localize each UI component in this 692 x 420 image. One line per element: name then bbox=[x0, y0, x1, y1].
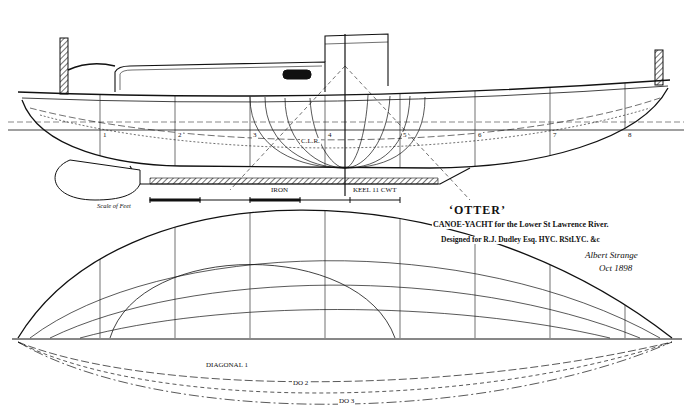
keel bbox=[130, 166, 470, 184]
keel-label: KEEL 11 CWT bbox=[352, 187, 397, 194]
station-line bbox=[175, 70, 176, 180]
half-breadth-plan bbox=[12, 200, 682, 404]
scale-bar bbox=[400, 197, 401, 203]
station-line bbox=[325, 200, 326, 339]
waterline bbox=[80, 310, 610, 339]
station-number: 8 bbox=[627, 132, 633, 139]
date: Oct 1898 bbox=[598, 264, 633, 273]
station-line bbox=[175, 200, 176, 339]
diagonal-line bbox=[230, 66, 345, 190]
station-line bbox=[400, 200, 401, 339]
waterline bbox=[50, 285, 640, 338]
station-number: 5 bbox=[402, 132, 408, 139]
signature: Albert Strange bbox=[584, 251, 639, 260]
waterline bbox=[30, 261, 660, 338]
mast-stump bbox=[655, 50, 663, 85]
station-number: 1 bbox=[102, 132, 108, 139]
subtitle: CANOE-YACHT for the Lower St Lawrence Ri… bbox=[432, 221, 609, 229]
diagonal-line bbox=[345, 66, 470, 200]
clr-label: C.L.R. bbox=[300, 138, 321, 145]
station-line bbox=[250, 200, 251, 339]
scale-bar bbox=[350, 197, 351, 203]
keel-label: IRON bbox=[270, 187, 289, 194]
body-plan-section bbox=[265, 97, 345, 168]
port-light bbox=[283, 70, 311, 79]
station-line bbox=[100, 70, 625, 180]
tiller bbox=[68, 64, 115, 70]
body-plan-section bbox=[345, 96, 410, 168]
diagonal-line bbox=[230, 66, 470, 200]
body-plan-section bbox=[285, 98, 345, 168]
station-number: 4 bbox=[327, 132, 333, 139]
station-number: 3 bbox=[252, 132, 258, 139]
body-plan-section bbox=[345, 95, 368, 168]
diagonal-curve bbox=[18, 342, 672, 404]
diagonal-curve bbox=[18, 342, 672, 382]
station-line bbox=[100, 200, 625, 339]
body-plan-section bbox=[345, 97, 425, 168]
deck-outline bbox=[18, 210, 672, 338]
station-number: 6 bbox=[477, 132, 483, 139]
rudder-plate bbox=[55, 160, 140, 200]
iron-keel bbox=[150, 178, 438, 184]
station-line bbox=[100, 70, 101, 180]
diagonal-label: DIAGONAL 1 bbox=[205, 362, 249, 369]
station-line bbox=[250, 70, 251, 180]
diagonal-label: DO 3 bbox=[338, 398, 355, 405]
hatch bbox=[325, 42, 388, 44]
centre-line bbox=[12, 339, 682, 340]
mast-stump bbox=[60, 38, 68, 94]
scale-bar bbox=[150, 200, 400, 201]
diagonal-label: DO 2 bbox=[292, 380, 309, 387]
body-plan-section bbox=[310, 98, 345, 168]
load-waterline bbox=[8, 130, 684, 131]
cabin-coaming bbox=[120, 66, 322, 90]
scale-bar bbox=[250, 199, 300, 201]
body-plan-section bbox=[345, 96, 390, 168]
station-line bbox=[625, 70, 626, 180]
cabin-outline bbox=[110, 265, 395, 339]
scale-bar bbox=[150, 197, 400, 203]
designer-note: Designed for R.J. Dudley Esq. HYC. RStLY… bbox=[440, 236, 601, 244]
scale-label: Scale of Feet bbox=[96, 203, 132, 210]
profile bbox=[8, 34, 684, 200]
body-plan-section bbox=[250, 95, 425, 168]
diagonal-curve bbox=[18, 342, 672, 393]
waterline bbox=[8, 122, 684, 123]
station-number: 2 bbox=[177, 132, 183, 139]
body-plan-section bbox=[250, 97, 345, 168]
station-line bbox=[475, 70, 476, 180]
centre-post bbox=[344, 34, 345, 196]
station-number: 7 bbox=[552, 132, 558, 139]
sheer-line bbox=[18, 80, 670, 96]
scale-bar bbox=[150, 199, 200, 201]
station-line bbox=[550, 70, 551, 180]
cabin-top bbox=[115, 62, 325, 92]
drawing-title: ‘OTTER’ bbox=[448, 204, 507, 217]
